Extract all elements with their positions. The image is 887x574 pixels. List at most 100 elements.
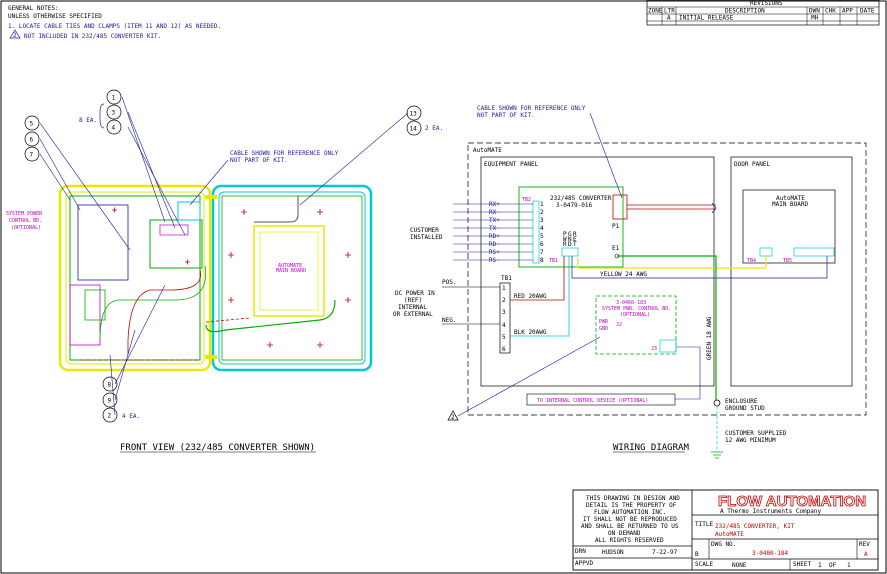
title-label: TITLE — [695, 521, 713, 528]
customer-supplied-1: CUSTOMER SUPPLIED — [725, 430, 787, 437]
spc-j3: J3 — [651, 346, 657, 352]
tb1-label: TB1 — [501, 275, 512, 282]
balloon-3: 3 — [112, 110, 116, 117]
company-subtitle: A Thermo Instruments Company — [720, 508, 822, 515]
note-2-triangle-icon — [9, 29, 21, 39]
pin-rd-plus: RD+ — [489, 233, 500, 240]
right-enclosure — [211, 184, 373, 372]
rev-header-chk: CHK — [825, 8, 836, 15]
converter-title: 232/485 CONVERTER — [550, 195, 612, 202]
drn-date: 7-22-97 — [652, 549, 678, 556]
tb1-num-4: 4 — [502, 322, 506, 329]
pin-num-6: 6 — [540, 241, 544, 248]
rev-header-ltr: LTR — [664, 8, 675, 15]
dc-power-1: DC POWER IN — [395, 290, 435, 297]
wd-cable-note-1: CABLE SHOWN FOR REFERENCE ONLY — [477, 105, 586, 112]
company-logo: FLOW AUTOMATION — [718, 493, 866, 510]
p1-connector — [612, 194, 628, 220]
svg-text:R: R — [563, 241, 567, 248]
tb1-num-5: 5 — [502, 334, 506, 341]
equipment-panel-label: EQUIPMENT PANEL — [484, 161, 539, 168]
svg-text:P: P — [563, 231, 567, 238]
earth-ground-icon — [711, 451, 723, 459]
sheet-of: OF — [829, 562, 837, 569]
automate-main-board — [742, 189, 836, 264]
fv-cable-note-2: NOT PART OF KIT. — [230, 157, 288, 164]
left-enclosure — [58, 184, 212, 372]
property-line-4: IT SHALL NOT BE REPRODUCED — [583, 516, 677, 523]
fv-cable-note-1: CABLE SHOWN FOR REFERENCE ONLY — [230, 150, 339, 157]
property-line-5: AND SHALL BE RETURNED TO US — [581, 523, 679, 530]
pin-tx-plus: TX+ — [489, 217, 500, 224]
sheet-label: SHEET — [793, 561, 811, 568]
e1-label: E1 — [612, 245, 620, 252]
customer-installed-2: INSTALLED — [410, 234, 443, 241]
notes-subheading: UNLESS OTHERWISE SPECIFIED — [8, 13, 102, 20]
ground-stud-icon — [713, 399, 721, 407]
spc-pwr: PWR — [599, 319, 609, 325]
rev-header-zone: ZONE — [648, 8, 663, 15]
property-line-3: FLOW AUTOMATION INC. — [594, 509, 666, 516]
qty-4ea: 4 EA. — [122, 413, 140, 420]
note-2-symbol: 2 — [13, 32, 17, 39]
property-line-6: ON DEMAND — [608, 530, 641, 537]
automate-label: AutoMATE — [473, 147, 502, 154]
pin-num-5: 5 — [540, 233, 544, 240]
pin-num-1: 1 — [540, 201, 544, 208]
rev-value: A — [864, 551, 868, 558]
drn-label: DRN — [575, 548, 586, 555]
sheet-number: 1 — [818, 562, 822, 569]
enclosure-ground-1: ENCLOSURE — [725, 398, 758, 405]
balloon-8: 8 — [108, 382, 112, 389]
converter-module — [518, 186, 624, 268]
drn-name: HUDSON — [602, 549, 624, 556]
property-notice: THIS DRAWING IN DESIGN AND DETAIL IS THE… — [581, 495, 680, 544]
main-board — [253, 225, 325, 317]
balloon-4: 4 — [112, 125, 116, 132]
wd-note-triangle-icon — [447, 410, 459, 421]
pin-rx-plus: RX+ — [489, 201, 500, 208]
door-panel — [730, 156, 853, 387]
pin-rx-minus: RX- — [489, 209, 500, 216]
tb1-conv-label: TB1 — [549, 258, 558, 264]
rev-header-description: DESCRIPTION — [725, 8, 765, 15]
tb1-num-1: 1 — [502, 285, 506, 292]
tb1-num-6: 6 — [502, 346, 506, 353]
wiring-diagram-caption: WIRING DIAGRAM — [613, 443, 689, 453]
svg-text:E: E — [573, 236, 577, 243]
pin-rs-minus: RS- — [489, 257, 500, 264]
balloons: 1 3 4 5 6 7 8 9 2 13 14 — [24, 89, 422, 423]
property-line-2: DETAIL IS THE PROPERTY OF — [586, 502, 677, 509]
rev-header-dwn: DWN — [809, 8, 820, 15]
drawing-title-2: AutoMATE — [715, 531, 744, 538]
rev-label: REV — [859, 541, 870, 548]
drawing-title-1: 232/485 CONVERTER, KIT — [715, 523, 795, 530]
pin-rd-minus: RD- — [489, 241, 500, 248]
enclosure-ground-2: GROUND STUD — [725, 405, 765, 412]
svg-text:W: W — [563, 236, 567, 243]
tb1-numbers: 1 2 3 4 5 6 — [502, 285, 506, 353]
equipment-panel — [480, 156, 715, 387]
wiring-diagram: AutoMATE EQUIPMENT PANEL DOOR PANEL 232/… — [393, 105, 867, 459]
balloon-9: 9 — [108, 398, 112, 405]
dwg-no-label: DWG NO. — [711, 541, 736, 548]
main-board-title-1: AutoMATE — [776, 195, 805, 202]
neg-label: NEG. — [442, 317, 456, 324]
door-panel-label: DOOR PANEL — [734, 161, 771, 168]
qty-2ea: 2 EA. — [425, 125, 443, 132]
sheet-total: 1 — [847, 562, 851, 569]
rev-ltr: A — [667, 15, 671, 22]
dc-power-3: INTERNAL — [398, 304, 427, 311]
system-pwr-control-board — [595, 295, 677, 355]
balloon-5: 5 — [30, 121, 34, 128]
dwg-no: 3-0480-184 — [752, 550, 789, 557]
customer-installed-1: CUSTOMER — [410, 227, 439, 234]
spc-gnd: GND — [599, 326, 608, 332]
mounting-screws — [112, 207, 351, 348]
property-line-1: THIS DRAWING IN DESIGN AND — [586, 495, 680, 502]
rev-dwn: MH — [811, 15, 819, 22]
front-view: AUTOMATE MAIN BOARD — [6, 89, 443, 453]
pin-num-4: 4 — [540, 225, 544, 232]
